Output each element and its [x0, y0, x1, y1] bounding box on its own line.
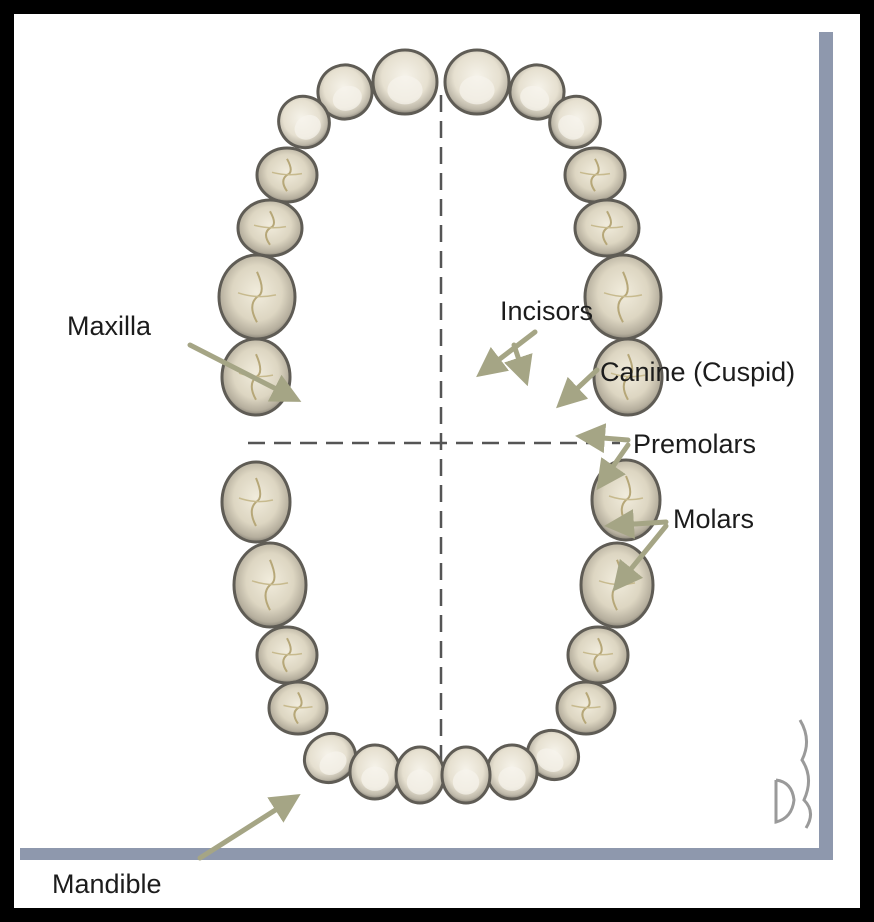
- maxilla-central-incisor-right-tooth: [445, 50, 509, 114]
- mandible-second-premolar-left-tooth: [257, 627, 317, 683]
- maxilla-first-premolar-right-tooth: [565, 148, 625, 202]
- maxilla-first-molar-left-tooth: [219, 255, 295, 339]
- mandible-central-incisor-right-highlight: [453, 769, 479, 794]
- mandible-central-incisor-left-highlight: [407, 769, 433, 794]
- maxilla-first-molar-right-tooth: [585, 255, 661, 339]
- maxilla-second-premolar-left-tooth: [238, 200, 302, 256]
- label-molars: Molars: [673, 504, 754, 534]
- maxilla-first-premolar-left-tooth: [257, 148, 317, 202]
- mandible-central-incisor-right-tooth: [442, 747, 490, 803]
- maxilla-second-premolar-right-tooth: [575, 200, 639, 256]
- mandible-lateral-incisor-right-highlight: [498, 767, 526, 791]
- maxilla-central-incisor-left-tooth: [373, 50, 437, 114]
- border-right-bar: [819, 32, 833, 860]
- border-bottom-bar: [20, 848, 833, 860]
- mandible-first-molar-left-tooth: [234, 543, 306, 627]
- label-premolars: Premolars: [633, 429, 756, 459]
- mandible-second-premolar-right-tooth: [568, 627, 628, 683]
- mandible-lateral-incisor-right-tooth: [487, 745, 537, 799]
- mandible-first-premolar-left-tooth: [269, 682, 327, 734]
- mandible-central-incisor-left-tooth: [396, 747, 444, 803]
- molars-arrow-upper: [619, 522, 666, 525]
- maxilla-central-incisor-right-highlight: [459, 76, 494, 105]
- maxilla-central-incisor-left-highlight: [387, 76, 422, 105]
- label-mandible: Mandible: [52, 869, 162, 899]
- mandible-lateral-incisor-left-tooth: [350, 745, 400, 799]
- mandible-lateral-incisor-left-highlight: [361, 767, 389, 791]
- premolars-arrow-upper: [590, 437, 628, 440]
- label-canine: Canine (Cuspid): [600, 357, 795, 387]
- label-maxilla: Maxilla: [67, 311, 152, 341]
- mandible-first-premolar-right-tooth: [557, 682, 615, 734]
- mandible-second-molar-right-tooth: [592, 460, 660, 540]
- label-incisors: Incisors: [500, 296, 593, 326]
- mandible-second-molar-left-tooth: [222, 462, 290, 542]
